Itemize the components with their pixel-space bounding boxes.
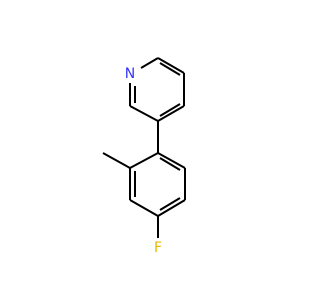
phenyl-bond-c6-c1 bbox=[129, 152, 159, 169]
phenyl-bond-c3-c4 bbox=[157, 199, 186, 217]
phenyl-bond-c1-c2-inner bbox=[159, 157, 181, 171]
methyl-bond bbox=[102, 152, 131, 169]
pyridine-bond-c2-c3-inner bbox=[159, 62, 181, 76]
fluorine-atom-label: F bbox=[154, 240, 162, 256]
phenyl-bond-c3-c4-inner bbox=[159, 197, 181, 211]
pyridine-bond-c5-c6 bbox=[129, 105, 159, 122]
phenyl-bond-c1-c2 bbox=[157, 152, 186, 169]
pyridine-bond-n-c2 bbox=[140, 57, 159, 69]
phenyl-ring bbox=[129, 152, 186, 217]
molecule-structure-diagram: N F bbox=[102, 57, 186, 256]
pyridine-bond-c2-c3 bbox=[157, 57, 185, 74]
pyridine-bond-c4-c5 bbox=[157, 105, 185, 122]
pyridine-ring bbox=[129, 57, 185, 122]
nitrogen-atom-label: N bbox=[125, 66, 135, 82]
pyridine-bond-c4-c5-inner bbox=[159, 103, 181, 117]
phenyl-bond-c4-c5 bbox=[129, 199, 159, 217]
